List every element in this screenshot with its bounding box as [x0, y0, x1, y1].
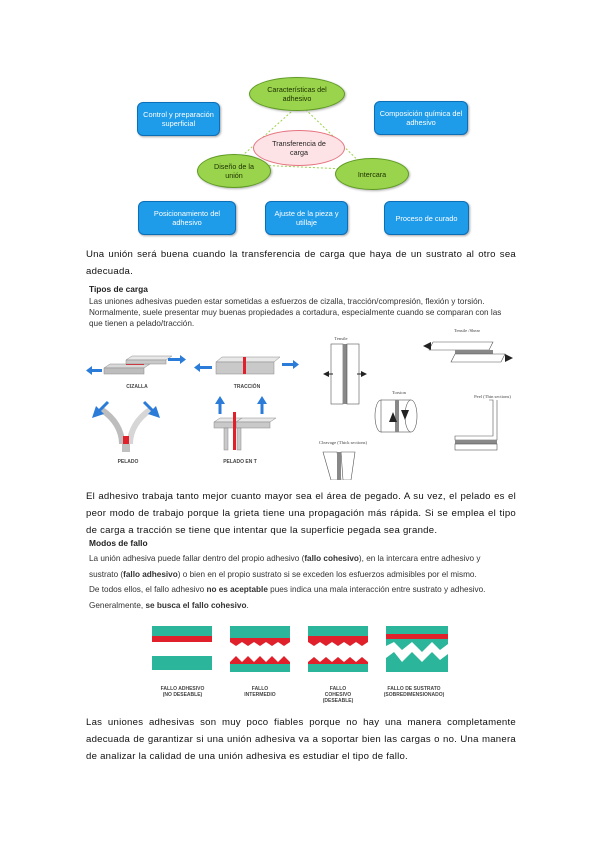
adhesive-failure-sketch: [152, 626, 212, 670]
intermediate-failure-sketch: [230, 626, 290, 672]
paragraph-load-transfer: Una unión será buena cuando la transfere…: [86, 249, 516, 277]
heading-failure-modes: Modos de fallo: [89, 538, 148, 548]
shear-illustration: [86, 355, 186, 375]
failure-mode-illustration: [152, 626, 448, 672]
text-failure-modes: La unión adhesiva puede fallar dentro de…: [89, 551, 514, 613]
text-load-types: Las uniones adhesivas pueden estar somet…: [89, 297, 502, 328]
failure-line-2: sustrato (fallo adhesivo) o bien en el p…: [89, 569, 477, 579]
oval-load-transfer: Transferencia de carga: [253, 130, 345, 166]
failure-line-4: Generalmente, se busca el fallo cohesivo…: [89, 600, 249, 610]
box-curing-process: Proceso de curado: [384, 201, 469, 235]
label-pelado: PELADO: [117, 459, 139, 465]
label-traccion: TRACCIÓN: [233, 384, 261, 390]
box-surface-preparation: Control y preparación superficial: [137, 102, 220, 136]
box-adhesive-positioning: Posicionamiento del adhesivo: [138, 201, 236, 235]
heading-load-types: Tipos de carga: [89, 284, 148, 294]
oval-interface: Intercara: [335, 158, 409, 190]
oval-joint-design: Diseño de la unión: [197, 154, 271, 188]
engineering-sketches: [322, 341, 513, 480]
label-cizalla: CIZALLA: [126, 384, 148, 390]
label-adhesive-failure: FALLO ADHESIVO (NO DESEABLE): [160, 686, 205, 698]
failure-line-3: De todos ellos, el fallo adhesivo no es …: [89, 585, 486, 594]
substrate-failure-sketch: [386, 626, 448, 672]
label-torsion: Torsion: [392, 390, 406, 395]
paragraph-reliability: Las uniones adhesivas son muy poco fiabl…: [86, 717, 516, 762]
label-substrate-failure: FALLO DE SUSTRATO (SOBREDIMENSIONADO): [383, 686, 445, 698]
label-peel: Peel (Thin sections): [474, 394, 511, 399]
load-types-illustration: [86, 355, 299, 452]
box-part-fit-tooling: Ajuste de la pieza y utillaje: [265, 201, 348, 235]
label-cleavage: Cleavage (Thick sections): [319, 440, 367, 445]
cleavage-sketch: [322, 451, 356, 480]
tension-illustration: [194, 356, 299, 375]
t-peel-illustration: [213, 396, 277, 451]
label-cohesive-failure: FALLO COHESIVO (DESEABLE): [322, 686, 354, 704]
label-intermediate-failure: FALLO INTERMEDIO: [244, 686, 276, 698]
tensile-sketch: [323, 343, 367, 405]
tensile-shear-sketch: [423, 341, 513, 363]
peel-illustration: [92, 400, 160, 452]
failure-line-1: La unión adhesiva puede fallar dentro de…: [89, 554, 481, 563]
peel-sketch: [454, 399, 498, 451]
label-tensile-shear: Tensile /Shear: [453, 328, 481, 333]
label-pelado-t: PELADO EN T: [223, 459, 257, 465]
label-tensile: Tensile: [334, 336, 348, 341]
oval-adhesive-characteristics: Características del adhesivo: [249, 77, 345, 111]
cohesive-failure-sketch: [308, 626, 368, 672]
box-chemical-composition: Composición química del adhesivo: [374, 101, 468, 135]
paragraph-bond-area: El adhesivo trabaja tanto mejor cuanto m…: [86, 491, 516, 536]
torsion-sketch: [374, 399, 418, 433]
